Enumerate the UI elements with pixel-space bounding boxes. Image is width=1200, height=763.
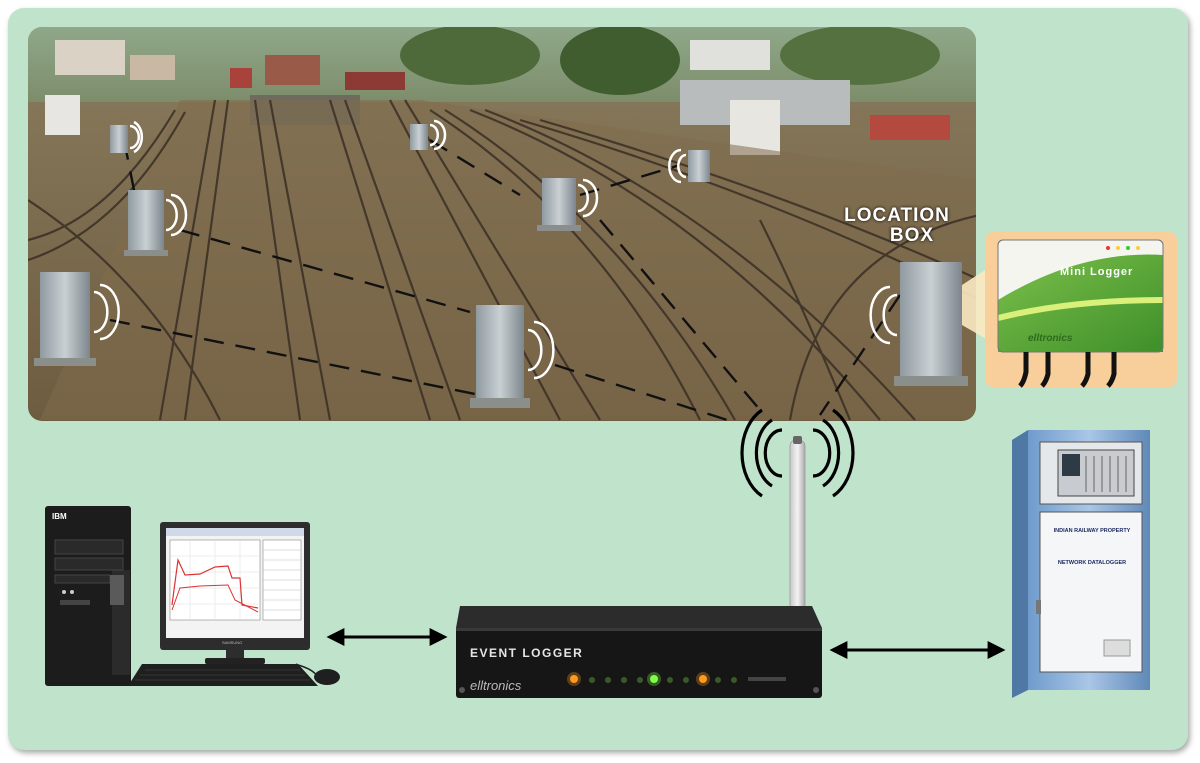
event-logger-device [456, 606, 822, 698]
location-label-line2: BOX [889, 225, 935, 246]
antenna-signal-icon [740, 408, 855, 498]
monitor-brand-label: SAMSUNG [222, 640, 243, 645]
antenna [789, 436, 806, 616]
location-box-5 [537, 178, 581, 231]
mini-logger-title: Mini Logger [1060, 266, 1134, 278]
location-box-2 [124, 190, 168, 256]
mini-logger-device [997, 239, 1164, 388]
location-box-1 [110, 125, 128, 153]
mouse [314, 669, 340, 685]
keyboard [128, 664, 318, 686]
pc-brand-label: IBM [52, 512, 67, 521]
cabinet-label-line2: NETWORK DATALOGGER [1057, 560, 1127, 566]
location-box-3 [34, 272, 96, 366]
location-box-4 [410, 124, 428, 150]
pc-monitor [160, 522, 310, 664]
cabinet-label-line1: INDIAN RAILWAY PROPERTY [1053, 528, 1131, 534]
event-logger-brand: elltronics [470, 678, 522, 693]
signal-waves-icon [93, 119, 898, 380]
pc-tower [45, 506, 131, 686]
event-logger-title: EVENT LOGGER [470, 646, 584, 660]
location-label-line1: LOCATION [844, 205, 950, 226]
railway-yard-photo [28, 27, 976, 421]
location-box-label: LOCATION BOX [832, 206, 962, 246]
mini-logger-brand: elltronics [1028, 333, 1073, 344]
location-box-6 [688, 150, 710, 182]
network-datalogger-cabinet [1012, 430, 1150, 698]
location-box-8 [894, 262, 968, 386]
location-box-7 [470, 305, 530, 408]
